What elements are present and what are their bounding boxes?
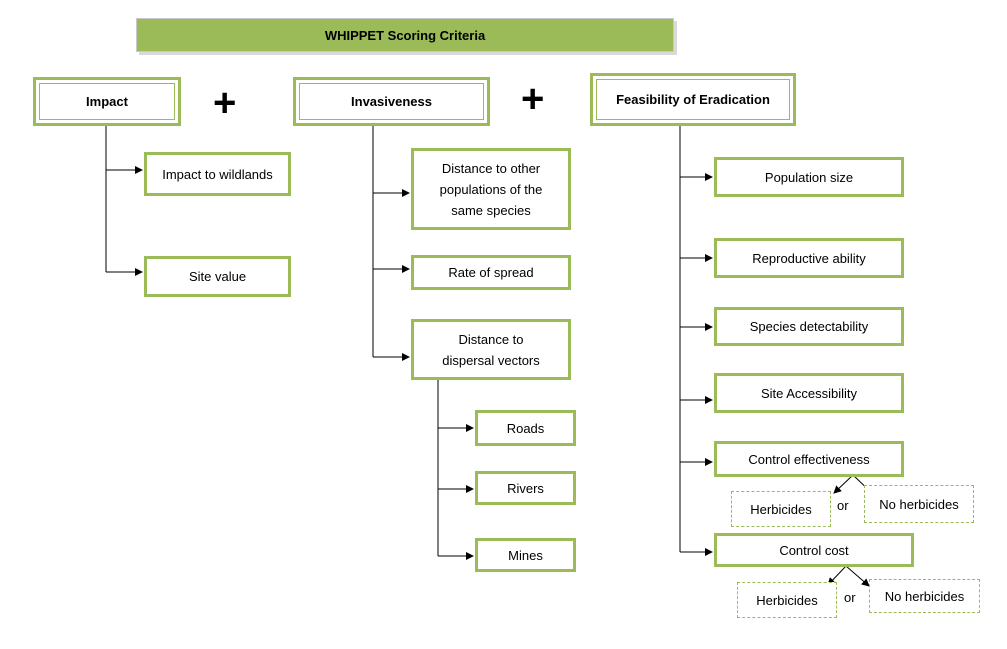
- feasibility-heading-box: Feasibility of Eradication: [590, 73, 796, 126]
- invasiveness-heading-box: Invasiveness: [293, 77, 490, 126]
- vector-rivers: Rivers: [475, 471, 576, 505]
- plus-symbol-2: +: [521, 77, 545, 121]
- effectiveness-or-label: or: [837, 498, 849, 513]
- cost-split-right: [845, 565, 870, 587]
- effectiveness-split-left: [833, 474, 854, 494]
- feasibility-item-control-cost: Control cost: [714, 533, 914, 567]
- effectiveness-option-herbicides: Herbicides: [731, 491, 831, 527]
- feasibility-item-control-effectiveness: Control effectiveness: [714, 441, 904, 477]
- cost-option-no-herbicides: No herbicides: [869, 579, 980, 613]
- cost-split-left: [827, 565, 847, 586]
- vector-mines: Mines: [475, 538, 576, 572]
- feasibility-item-species-detectability: Species detectability: [714, 307, 904, 346]
- feasibility-item-reproductive-ability: Reproductive ability: [714, 238, 904, 278]
- impact-heading: Impact: [39, 83, 175, 120]
- vector-roads: Roads: [475, 410, 576, 446]
- impact-item-wildlands: Impact to wildlands: [144, 152, 291, 196]
- invasiveness-heading: Invasiveness: [299, 83, 484, 120]
- cost-or-label: or: [844, 590, 856, 605]
- impact-item-site-value: Site value: [144, 256, 291, 297]
- cost-option-herbicides: Herbicides: [737, 582, 837, 618]
- plus-symbol-1: +: [213, 81, 237, 125]
- effectiveness-option-no-herbicides: No herbicides: [864, 485, 974, 523]
- feasibility-item-population-size: Population size: [714, 157, 904, 197]
- impact-heading-box: Impact: [33, 77, 181, 126]
- invasiveness-item-distance-vectors: Distance to dispersal vectors: [411, 319, 571, 380]
- feasibility-heading: Feasibility of Eradication: [596, 79, 790, 120]
- page-title: WHIPPET Scoring Criteria: [136, 18, 674, 52]
- invasiveness-item-rate-of-spread: Rate of spread: [411, 255, 571, 290]
- feasibility-item-site-accessibility: Site Accessibility: [714, 373, 904, 413]
- invasiveness-item-distance-populations: Distance to other populations of the sam…: [411, 148, 571, 230]
